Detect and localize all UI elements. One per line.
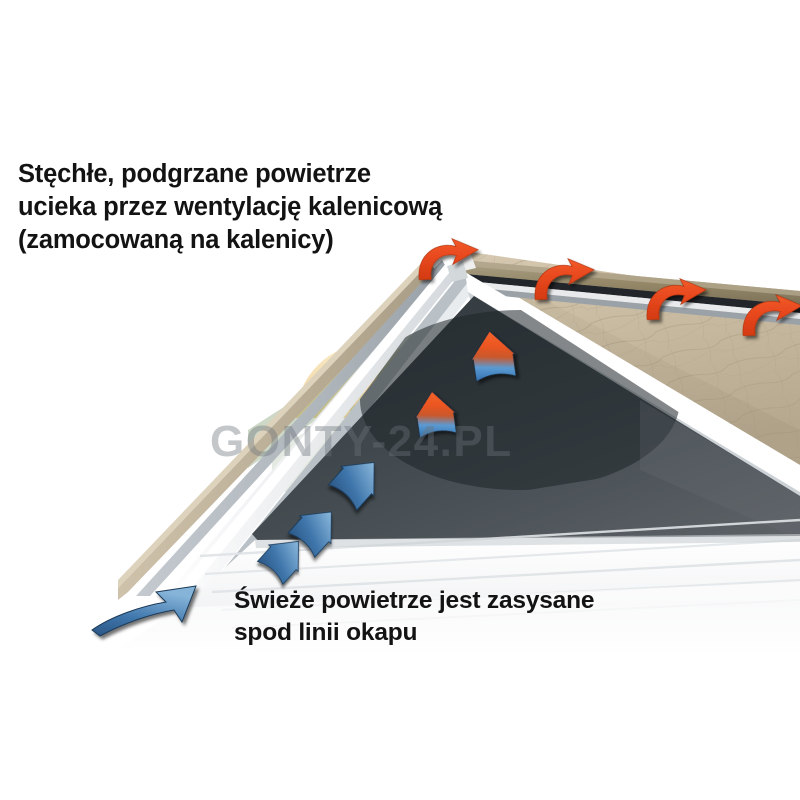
exhaust-arrow-group [418,237,800,337]
exhaust-arrow [742,293,800,337]
attic-arrow-group [414,330,517,439]
attic-rising-arrow [414,391,457,439]
caption-bottom-intake: Świeże powietrze jest zasysane spod lini… [234,587,595,646]
fresh-air-intake-arrow [256,540,299,586]
intake-arrow-group [256,461,375,586]
watermark-text: GONTY-24.PL [210,417,513,466]
fresh-air-intake-arrow [287,511,332,559]
exhaust-arrow [646,277,707,321]
eave-intake-arrow [91,585,197,637]
exhaust-arrow [418,237,479,281]
exhaust-arrow [534,257,595,301]
fresh-air-intake-arrow [327,461,375,511]
caption-top-exhaust: Stęchłe, podgrzane powietrze ucieka prze… [18,160,443,255]
attic-rising-arrow [470,330,517,383]
